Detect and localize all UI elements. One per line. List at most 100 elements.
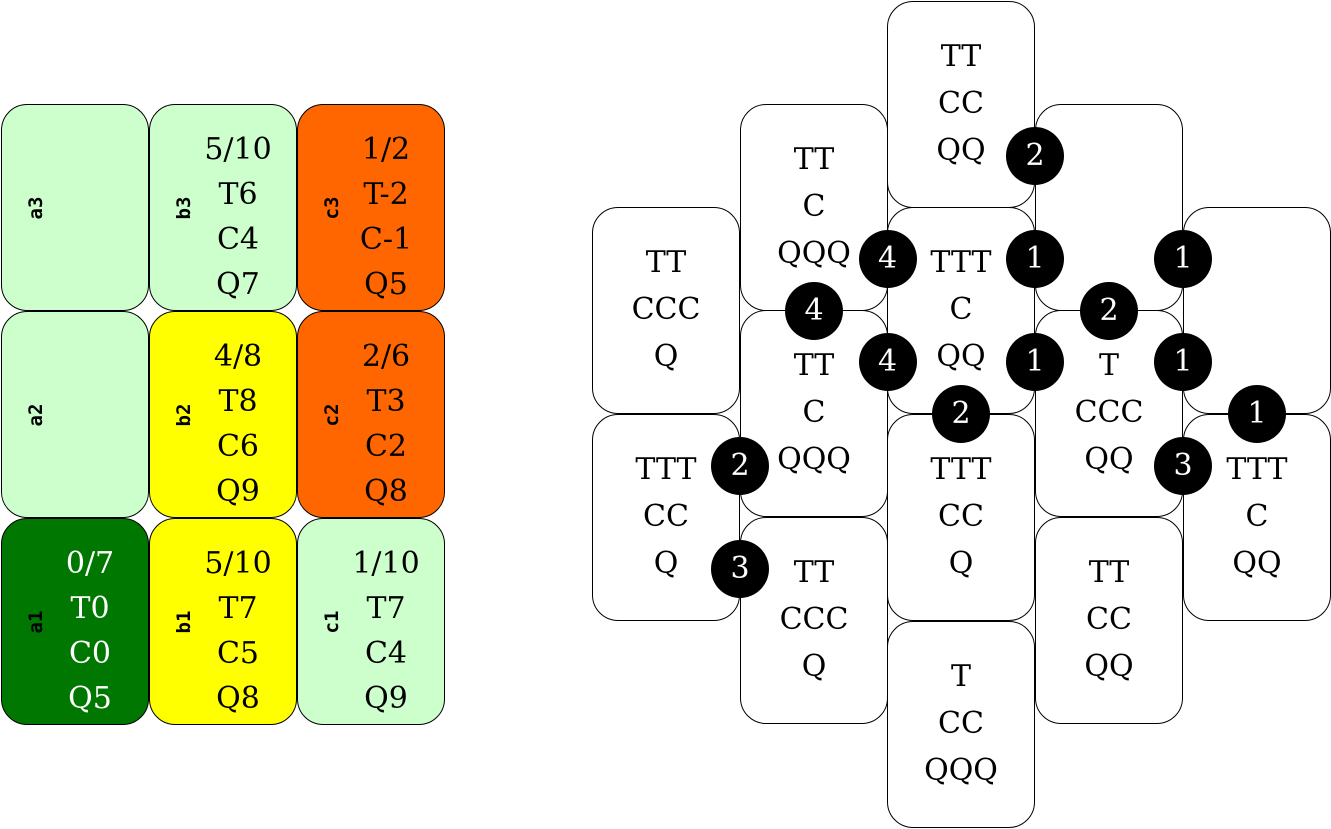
resource-line: QQQ (924, 753, 998, 788)
resource-line: C (949, 292, 973, 327)
cell-stat-line: 1/2 (361, 132, 411, 167)
resource-line: T (1098, 348, 1119, 383)
resource-line: TT (1088, 555, 1130, 590)
cell-stat-line: 2/6 (361, 339, 411, 374)
adjacency-badge: 4 (785, 281, 843, 340)
resource-line: TTT (930, 245, 992, 280)
cell-stat-line: Q7 (216, 267, 260, 302)
hex-card[interactable]: TT CC QQ (887, 1, 1035, 208)
adjacency-badge: 2 (932, 385, 990, 443)
adjacency-badge: 4 (858, 333, 917, 391)
resource-line: QQ (1084, 442, 1134, 477)
cell-stat-line: Q5 (68, 681, 112, 716)
cell-stat-line: 0/7 (65, 546, 115, 581)
resource-line: CCC (779, 602, 849, 637)
cell-stat-line: C6 (216, 429, 260, 464)
resource-line: TTT (930, 452, 992, 487)
adjacency-badge: 2 (711, 436, 769, 495)
grid-cell-a3[interactable]: a3 (1, 104, 149, 311)
resource-line: T (950, 659, 971, 694)
card-resources: TT CC QQ (888, 33, 1034, 174)
cell-stat-line: 5/10 (204, 132, 272, 167)
resource-line: CC (643, 499, 689, 534)
cell-stat-line: T6 (218, 177, 258, 212)
resource-line: Q (948, 546, 974, 581)
cell-stat-line: Q8 (216, 681, 260, 716)
resource-line: TTT (635, 452, 697, 487)
adjacency-badge: 3 (1154, 436, 1212, 495)
cell-stat-line: T0 (70, 591, 110, 626)
resource-line: C (802, 189, 826, 224)
cell-stat-line: C0 (68, 636, 112, 671)
resource-line: TT (793, 555, 835, 590)
cell-label: a3 (25, 196, 47, 219)
resource-line: QQ (1084, 649, 1134, 684)
adjacency-badge: 1 (1228, 385, 1286, 443)
cell-stat-line: T7 (218, 591, 258, 626)
cell-stat-line: C4 (364, 636, 408, 671)
cell-stat-line: 4/8 (213, 339, 263, 374)
resource-line: QQ (936, 133, 986, 168)
cell-stat-line: T3 (366, 384, 406, 419)
cell-stat-line: C5 (216, 636, 260, 671)
cell-stat-line: C2 (364, 429, 408, 464)
cell-label: a2 (25, 403, 47, 426)
hex-card[interactable] (1183, 207, 1331, 414)
cell-stat-line: Q9 (216, 474, 260, 509)
resource-line: CC (938, 86, 984, 121)
cell-stat-line: C4 (216, 222, 260, 257)
adjacency-badge: 2 (1006, 127, 1064, 185)
adjacency-badge: 1 (1006, 333, 1064, 391)
resource-line: CCC (1074, 395, 1144, 430)
resource-line: CCC (631, 292, 701, 327)
cell-stat-line: Q9 (364, 681, 408, 716)
hex-card[interactable] (1035, 104, 1183, 311)
resource-line: CC (938, 706, 984, 741)
resource-line: CC (938, 499, 984, 534)
resource-line: TTT (1226, 452, 1288, 487)
resource-line: QQQ (777, 442, 851, 477)
grid-cell-a2[interactable]: a2 (1, 311, 149, 518)
resource-line: QQQ (777, 236, 851, 271)
cell-stat-line: T7 (366, 591, 406, 626)
card-resources: TTT CC Q (888, 446, 1034, 587)
adjacency-badge: 4 (858, 230, 917, 288)
card-resources: T CCC QQ (1036, 342, 1182, 483)
adjacency-badge: 1 (1154, 230, 1212, 288)
resource-line: TT (940, 39, 982, 74)
adjacency-badge: 2 (1080, 281, 1138, 340)
adjacency-badge: 3 (711, 540, 769, 598)
hex-card[interactable]: T CC QQQ (887, 621, 1035, 828)
resource-line: QQ (1232, 546, 1282, 581)
hex-card[interactable]: T CCC QQ (1035, 310, 1183, 517)
resource-line: C (802, 395, 826, 430)
hex-card[interactable]: TTT CC Q (887, 414, 1035, 621)
